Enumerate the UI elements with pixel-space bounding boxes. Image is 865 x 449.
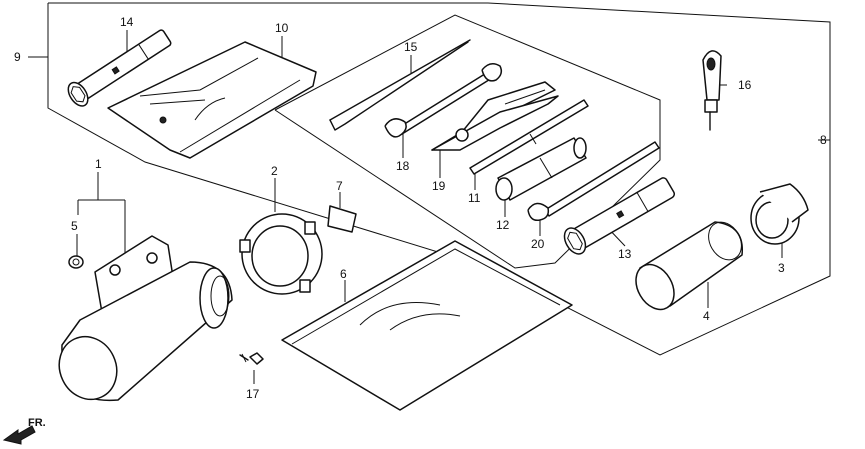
callout-18: 18: [396, 159, 410, 173]
front-arrow-icon: [2, 425, 36, 445]
screwdriver-shaft-part-11: [469, 99, 589, 175]
muffler-cover-part-1: [58, 235, 233, 402]
callout-6: 6: [340, 267, 347, 281]
manual-part-6: [281, 240, 573, 411]
callout-3: 3: [778, 261, 785, 275]
callout-15: 15: [404, 40, 418, 54]
label-part-7: [327, 205, 357, 233]
callout-numbers: 9 14 10 15 16 8 1 2 7 18 19 11 12 5 20 1…: [14, 15, 827, 401]
callout-20: 20: [531, 237, 545, 251]
wrench-part-18: [384, 63, 503, 138]
nut-part-5: [68, 255, 84, 269]
callout-2: 2: [271, 164, 278, 178]
box-spanner-part-14: [67, 29, 172, 107]
canister-part-4: [635, 221, 743, 311]
callout-1: 1: [95, 157, 102, 171]
spanner-rod-part-20: [527, 141, 660, 222]
screwdriver-handle-part-12: [495, 137, 587, 201]
callout-7: 7: [336, 179, 343, 193]
callout-11: 11: [468, 191, 481, 205]
callout-19: 19: [432, 179, 446, 193]
callout-13: 13: [618, 247, 632, 261]
pliers-part-19: [431, 81, 559, 151]
bolt-part-17: [239, 352, 264, 365]
callout-14: 14: [120, 15, 134, 29]
callout-5: 5: [71, 219, 78, 233]
lock-ring-part-2: [239, 213, 323, 295]
callout-17: 17: [246, 387, 260, 401]
hex-key-part-15: [329, 39, 471, 131]
callout-16: 16: [738, 78, 752, 92]
tool-set-outline: [274, 14, 661, 269]
tool-bag-part-10: [107, 41, 317, 159]
callout-9: 9: [14, 50, 21, 64]
front-label: FR.: [28, 417, 46, 429]
callout-10: 10: [275, 21, 289, 35]
collar-part-3: [750, 183, 809, 245]
tool-kit-outline: [47, 2, 831, 356]
callout-4: 4: [703, 309, 710, 323]
callout-8: 8: [820, 133, 827, 147]
plug-tool-part-16: [702, 50, 722, 131]
front-direction-indicator: FR.: [2, 417, 46, 445]
tube-wrench-part-13: [563, 177, 676, 255]
callout-12: 12: [496, 218, 510, 232]
